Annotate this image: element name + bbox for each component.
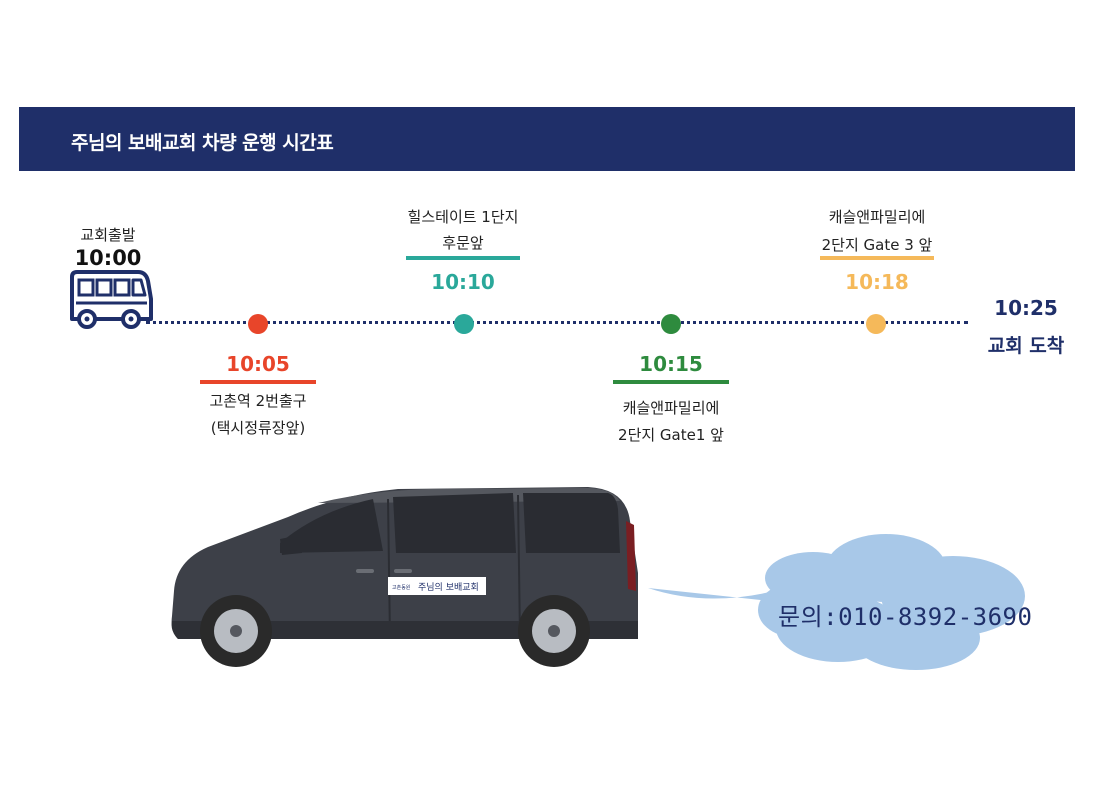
route-line <box>146 321 968 324</box>
stop-dot-4 <box>866 314 886 334</box>
stop-dot-3 <box>661 314 681 334</box>
contact-text: 문의:010-8392-3690 <box>778 603 1033 631</box>
stop-3-time: 10:15 <box>639 352 703 376</box>
stop-2-line1: 힐스테이트 1단지 <box>407 208 519 226</box>
start-time: 10:00 <box>74 246 142 270</box>
stop-3-line2: 2단지 Gate1 앞 <box>618 426 724 444</box>
stop-1-underline <box>200 380 316 384</box>
speech-cloud <box>648 534 1025 670</box>
van-image: 주님의 보배교회 고촌동원 <box>171 487 638 667</box>
start-label: 교회출발 <box>80 226 136 244</box>
stop-1-time: 10:05 <box>226 352 290 376</box>
van-sign-small: 고촌동원 <box>392 584 411 591</box>
stop-dot-2 <box>454 314 474 334</box>
van-sign-text: 주님의 보배교회 <box>418 582 479 593</box>
stop-4-underline <box>820 256 934 260</box>
end-time: 10:25 <box>994 296 1058 320</box>
stop-4-line2: 2단지 Gate 3 앞 <box>821 236 933 254</box>
stop-dot-1 <box>248 314 268 334</box>
stop-2-time: 10:10 <box>431 270 495 294</box>
stop-2-underline <box>406 256 520 260</box>
bus-icon <box>70 270 153 329</box>
stop-1-line1: 고촌역 2번출구 <box>209 392 307 410</box>
stop-4-time: 10:18 <box>845 270 909 294</box>
stop-3-line1: 캐슬앤파밀리에 <box>622 399 720 417</box>
end-label: 교회 도착 <box>987 335 1065 357</box>
stop-3-underline <box>613 380 729 384</box>
stop-1-line2: (택시정류장앞) <box>210 419 306 437</box>
title-banner: 주님의 보배교회 차량 운행 시간표 <box>19 107 1075 171</box>
stop-4-line1: 캐슬앤파밀리에 <box>828 208 926 226</box>
page-title: 주님의 보배교회 차량 운행 시간표 <box>71 132 334 154</box>
stop-2-line2: 후문앞 <box>442 234 484 252</box>
